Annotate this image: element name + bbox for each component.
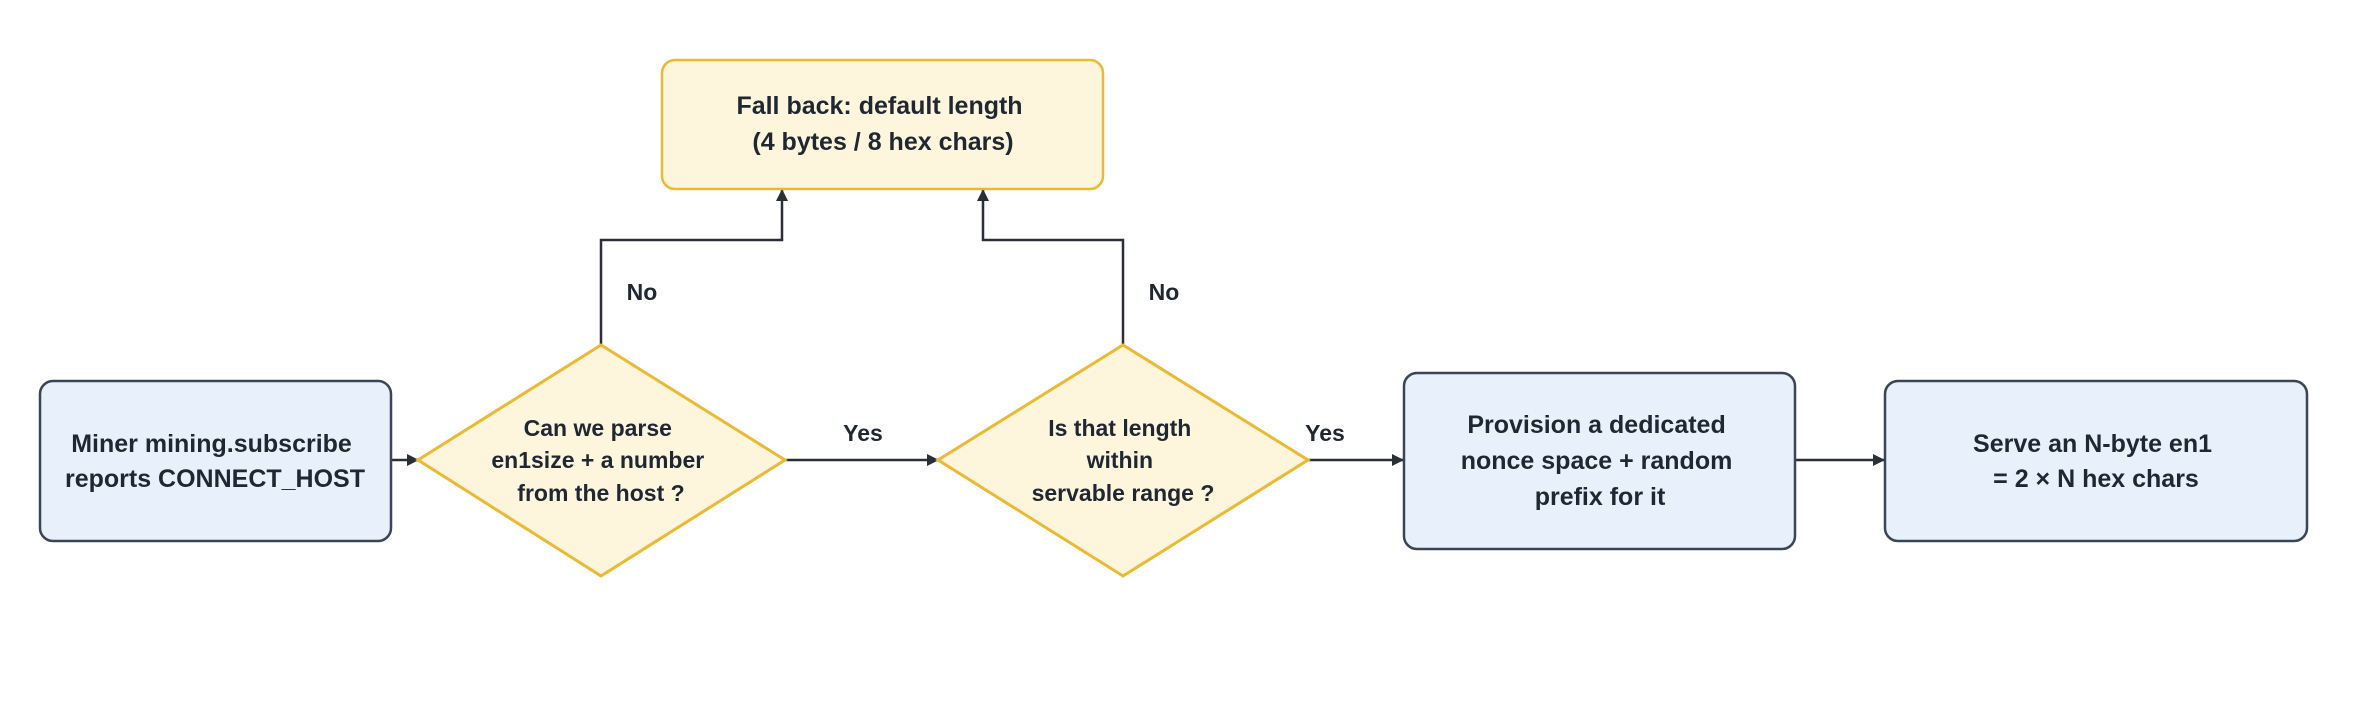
fallback-box [660, 58, 1105, 191]
fallback-line-1: Fall back: default length [736, 92, 1022, 120]
range-decision-line-3: servable range ? [1032, 480, 1215, 506]
fallback-label: Fall back: default length (4 bytes / 8 h… [736, 92, 1029, 156]
start-label-line-1: Miner mining.subscribe [71, 430, 352, 458]
edge-label-parse-yes: Yes [843, 420, 883, 446]
serve-line-1: Serve an N-byte en1 [1973, 430, 2212, 458]
edge-label-parse-no: No [627, 279, 658, 305]
parse-decision-line-1: Can we parse [524, 415, 672, 441]
start-box [38, 379, 393, 543]
node-range-decision: Is that length within servable range ? [935, 343, 1311, 578]
provision-line-1: Provision a dedicated [1467, 411, 1725, 439]
range-decision-diamond [935, 343, 1311, 578]
fallback-line-2: (4 bytes / 8 hex chars) [752, 128, 1013, 156]
node-start: Miner mining.subscribe reports CONNECT_H… [38, 379, 393, 543]
provision-line-3: prefix for it [1535, 483, 1666, 511]
parse-decision-diamond [415, 343, 788, 578]
range-decision-label: Is that length within servable range ? [1032, 415, 1215, 506]
parse-decision-line-3: from the host ? [517, 480, 684, 506]
node-parse-decision: Can we parse en1size + a number from the… [415, 343, 788, 578]
edge-label-range-no: No [1149, 279, 1180, 305]
range-decision-line-2: within [1086, 447, 1153, 473]
edge-labels: Yes Yes No No [627, 279, 1345, 446]
edge-range-no [977, 189, 1125, 345]
serve-box [1883, 379, 2309, 543]
edge-label-range-yes: Yes [1305, 420, 1345, 446]
node-fallback: Fall back: default length (4 bytes / 8 h… [660, 58, 1105, 191]
node-serve: Serve an N-byte en1 = 2 × N hex chars [1883, 379, 2309, 543]
node-provision: Provision a dedicated nonce space + rand… [1402, 371, 1797, 551]
parse-decision-label: Can we parse en1size + a number from the… [491, 415, 710, 506]
range-decision-line-1: Is that length [1048, 415, 1191, 441]
edges [392, 189, 1885, 466]
provision-line-2: nonce space + random [1461, 447, 1733, 475]
provision-label: Provision a dedicated nonce space + rand… [1461, 411, 1740, 511]
start-label: Miner mining.subscribe reports CONNECT_H… [65, 430, 365, 493]
start-label-line-2: reports CONNECT_HOST [65, 465, 365, 493]
parse-decision-line-2: en1size + a number [491, 447, 704, 473]
edge-parse-no [599, 189, 788, 345]
provision-box [1402, 371, 1797, 551]
serve-label: Serve an N-byte en1 = 2 × N hex chars [1973, 430, 2219, 493]
serve-line-2: = 2 × N hex chars [1993, 465, 2199, 493]
